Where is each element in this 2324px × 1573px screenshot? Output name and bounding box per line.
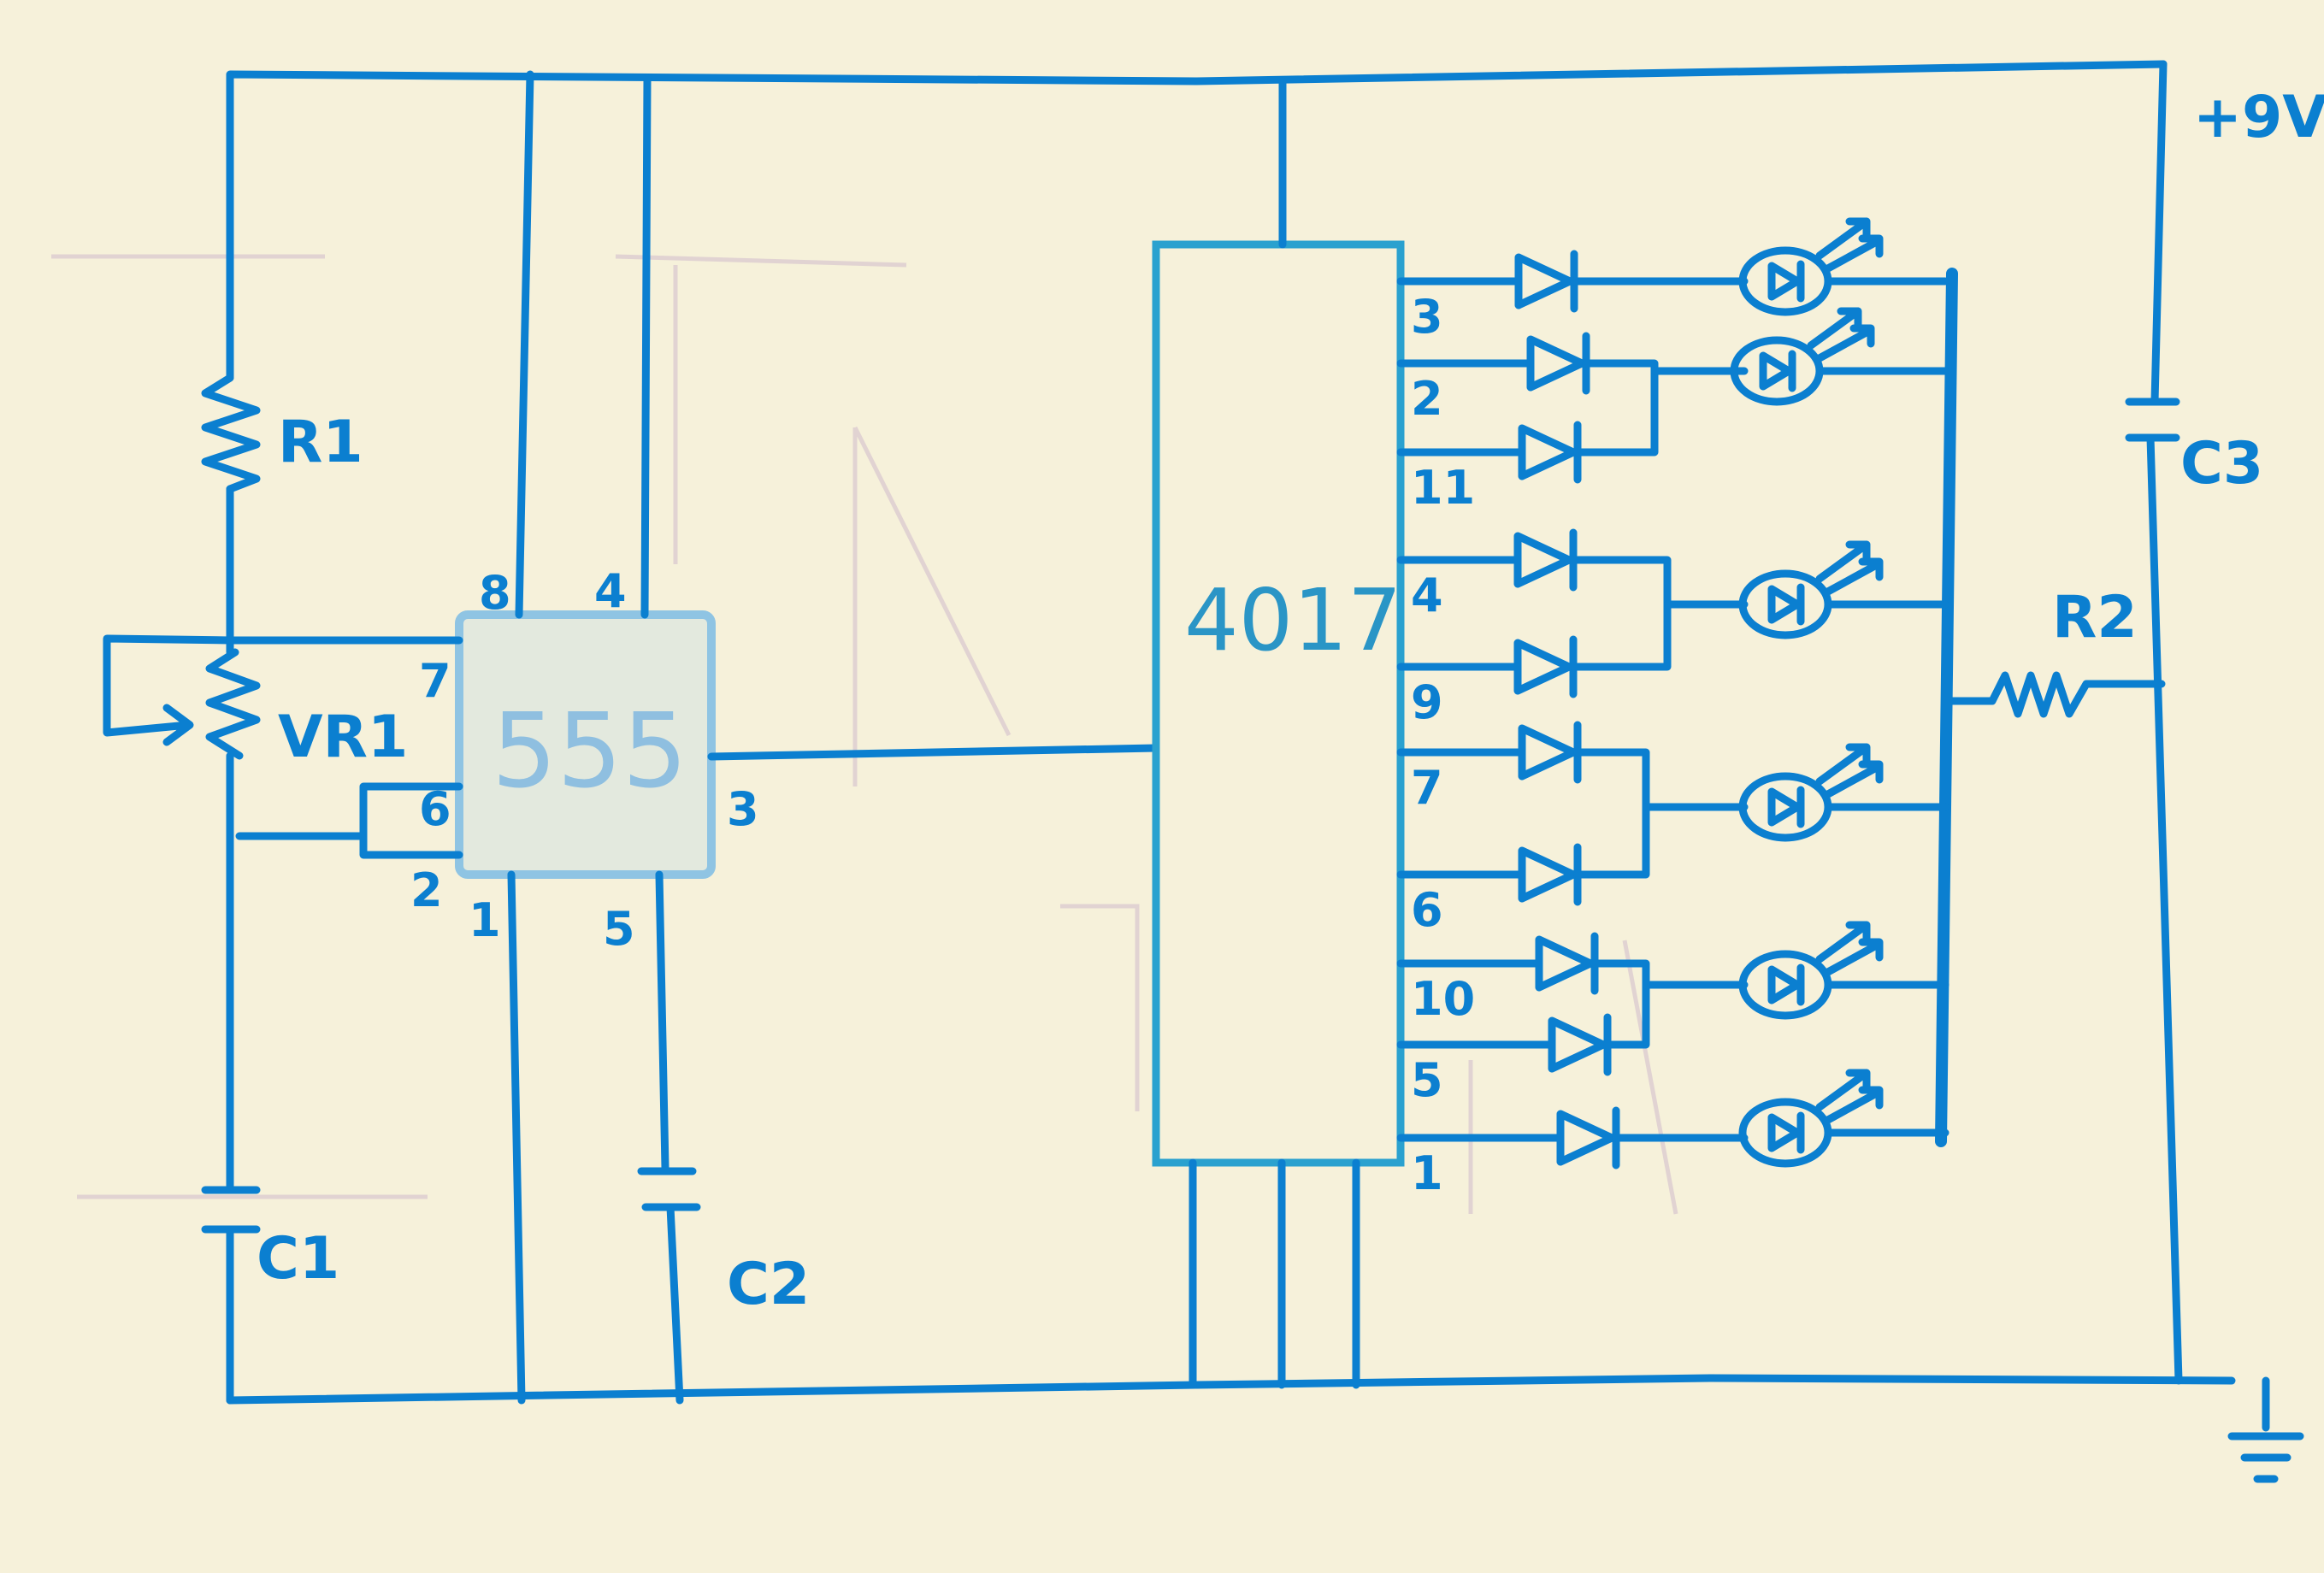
- r1-resistor: [201, 374, 261, 493]
- c2-capacitor: [637, 1167, 701, 1211]
- counter-label: 4017: [1184, 570, 1402, 670]
- light-emission-icon: [1815, 217, 1884, 274]
- vr1-label: VR1: [278, 704, 408, 771]
- light-emission-icon: [1815, 540, 1884, 597]
- counter-ground-wires: [1189, 1158, 1360, 1389]
- output-pin-label: 1: [1411, 1146, 1443, 1200]
- led-bus: [1935, 268, 1958, 1147]
- vr1-wiper: [103, 634, 234, 746]
- led-diode-glyph: [1767, 963, 1805, 1006]
- diode-icon: [1548, 1013, 1612, 1076]
- pin4-wire: [640, 74, 652, 619]
- pin8-wire: [515, 70, 534, 619]
- diode-icon: [1513, 528, 1578, 592]
- diode-icon: [1535, 932, 1599, 995]
- led-icon: [1738, 950, 1832, 1020]
- diode-or-join: [1573, 359, 1659, 457]
- pin1-label: 1: [469, 893, 501, 947]
- c1-label: C1: [257, 1225, 339, 1293]
- pin5-wire: [655, 870, 684, 1405]
- ground-icon: [2227, 1376, 2304, 1483]
- led-icon: [1738, 1098, 1832, 1168]
- output-pin-label: 11: [1411, 461, 1475, 515]
- diode-icon: [1514, 250, 1578, 313]
- led-icon: [1738, 772, 1832, 842]
- pin2-label: 2: [410, 863, 443, 917]
- timer-label: 555: [492, 692, 687, 811]
- pin7-label: 7: [419, 654, 451, 708]
- diode-icon: [1518, 421, 1582, 484]
- pin4-label: 4: [594, 564, 627, 618]
- output-pin-label: 5: [1411, 1053, 1443, 1107]
- led-diode-glyph: [1767, 260, 1805, 303]
- output-pin-label: 10: [1411, 972, 1475, 1026]
- counter-4017-chip: [1152, 240, 1405, 1167]
- pin1-wire: [507, 870, 526, 1405]
- diode-icon: [1518, 721, 1582, 784]
- pin6-label: 6: [419, 782, 451, 836]
- light-emission-icon: [1815, 921, 1884, 977]
- output-rows: 3 2 11 4 9 7 6 10 5 1: [1396, 217, 1949, 1200]
- pin3-label: 3: [727, 782, 759, 836]
- vr1-potentiometer: [205, 648, 261, 760]
- clock-wire: [707, 744, 1160, 761]
- diode-icon: [1556, 1106, 1620, 1169]
- light-emission-icon: [1815, 1069, 1884, 1125]
- pin5-label: 5: [603, 902, 635, 956]
- diode-icon: [1513, 635, 1578, 698]
- c2-label: C2: [727, 1251, 810, 1318]
- output-pin-label: 4: [1411, 569, 1443, 622]
- timer-555-chip: [455, 610, 716, 879]
- diode-icon: [1518, 843, 1582, 906]
- c3-label: C3: [2180, 430, 2263, 498]
- r1-label: R1: [278, 409, 363, 476]
- c1-capacitor: [201, 1186, 261, 1234]
- pin8-label: 8: [479, 566, 511, 620]
- led-diode-glyph: [1767, 583, 1805, 626]
- led-diode-glyph: [1759, 350, 1796, 392]
- r2-resistor: [1941, 671, 2166, 718]
- led-diode-glyph: [1767, 1111, 1805, 1154]
- c3-capacitor: [2125, 398, 2180, 442]
- output-pin-label: 2: [1411, 372, 1443, 426]
- led-diode-glyph: [1767, 786, 1805, 828]
- output-pin-label: 9: [1411, 675, 1443, 729]
- output-pin-label: 7: [1411, 761, 1443, 815]
- diode-or-join: [1569, 556, 1672, 671]
- light-emission-icon: [1807, 307, 1875, 363]
- diode-or-join: [1573, 748, 1650, 879]
- diode-icon: [1526, 332, 1590, 395]
- led-icon: [1738, 569, 1832, 639]
- supply-label: +9V: [2193, 84, 2324, 151]
- pin6-pin2-wire: [235, 782, 463, 859]
- r2-label: R2: [2052, 584, 2138, 651]
- led-icon: [1738, 246, 1832, 316]
- diode-or-join: [1590, 959, 1650, 1049]
- output-pin-label: 3: [1411, 290, 1443, 344]
- output-pin-label: 6: [1411, 883, 1443, 937]
- positive-rail: [226, 60, 2168, 94]
- c3-wire: [2146, 60, 2183, 1385]
- ground-rail: [226, 1374, 2236, 1405]
- light-emission-icon: [1815, 743, 1884, 799]
